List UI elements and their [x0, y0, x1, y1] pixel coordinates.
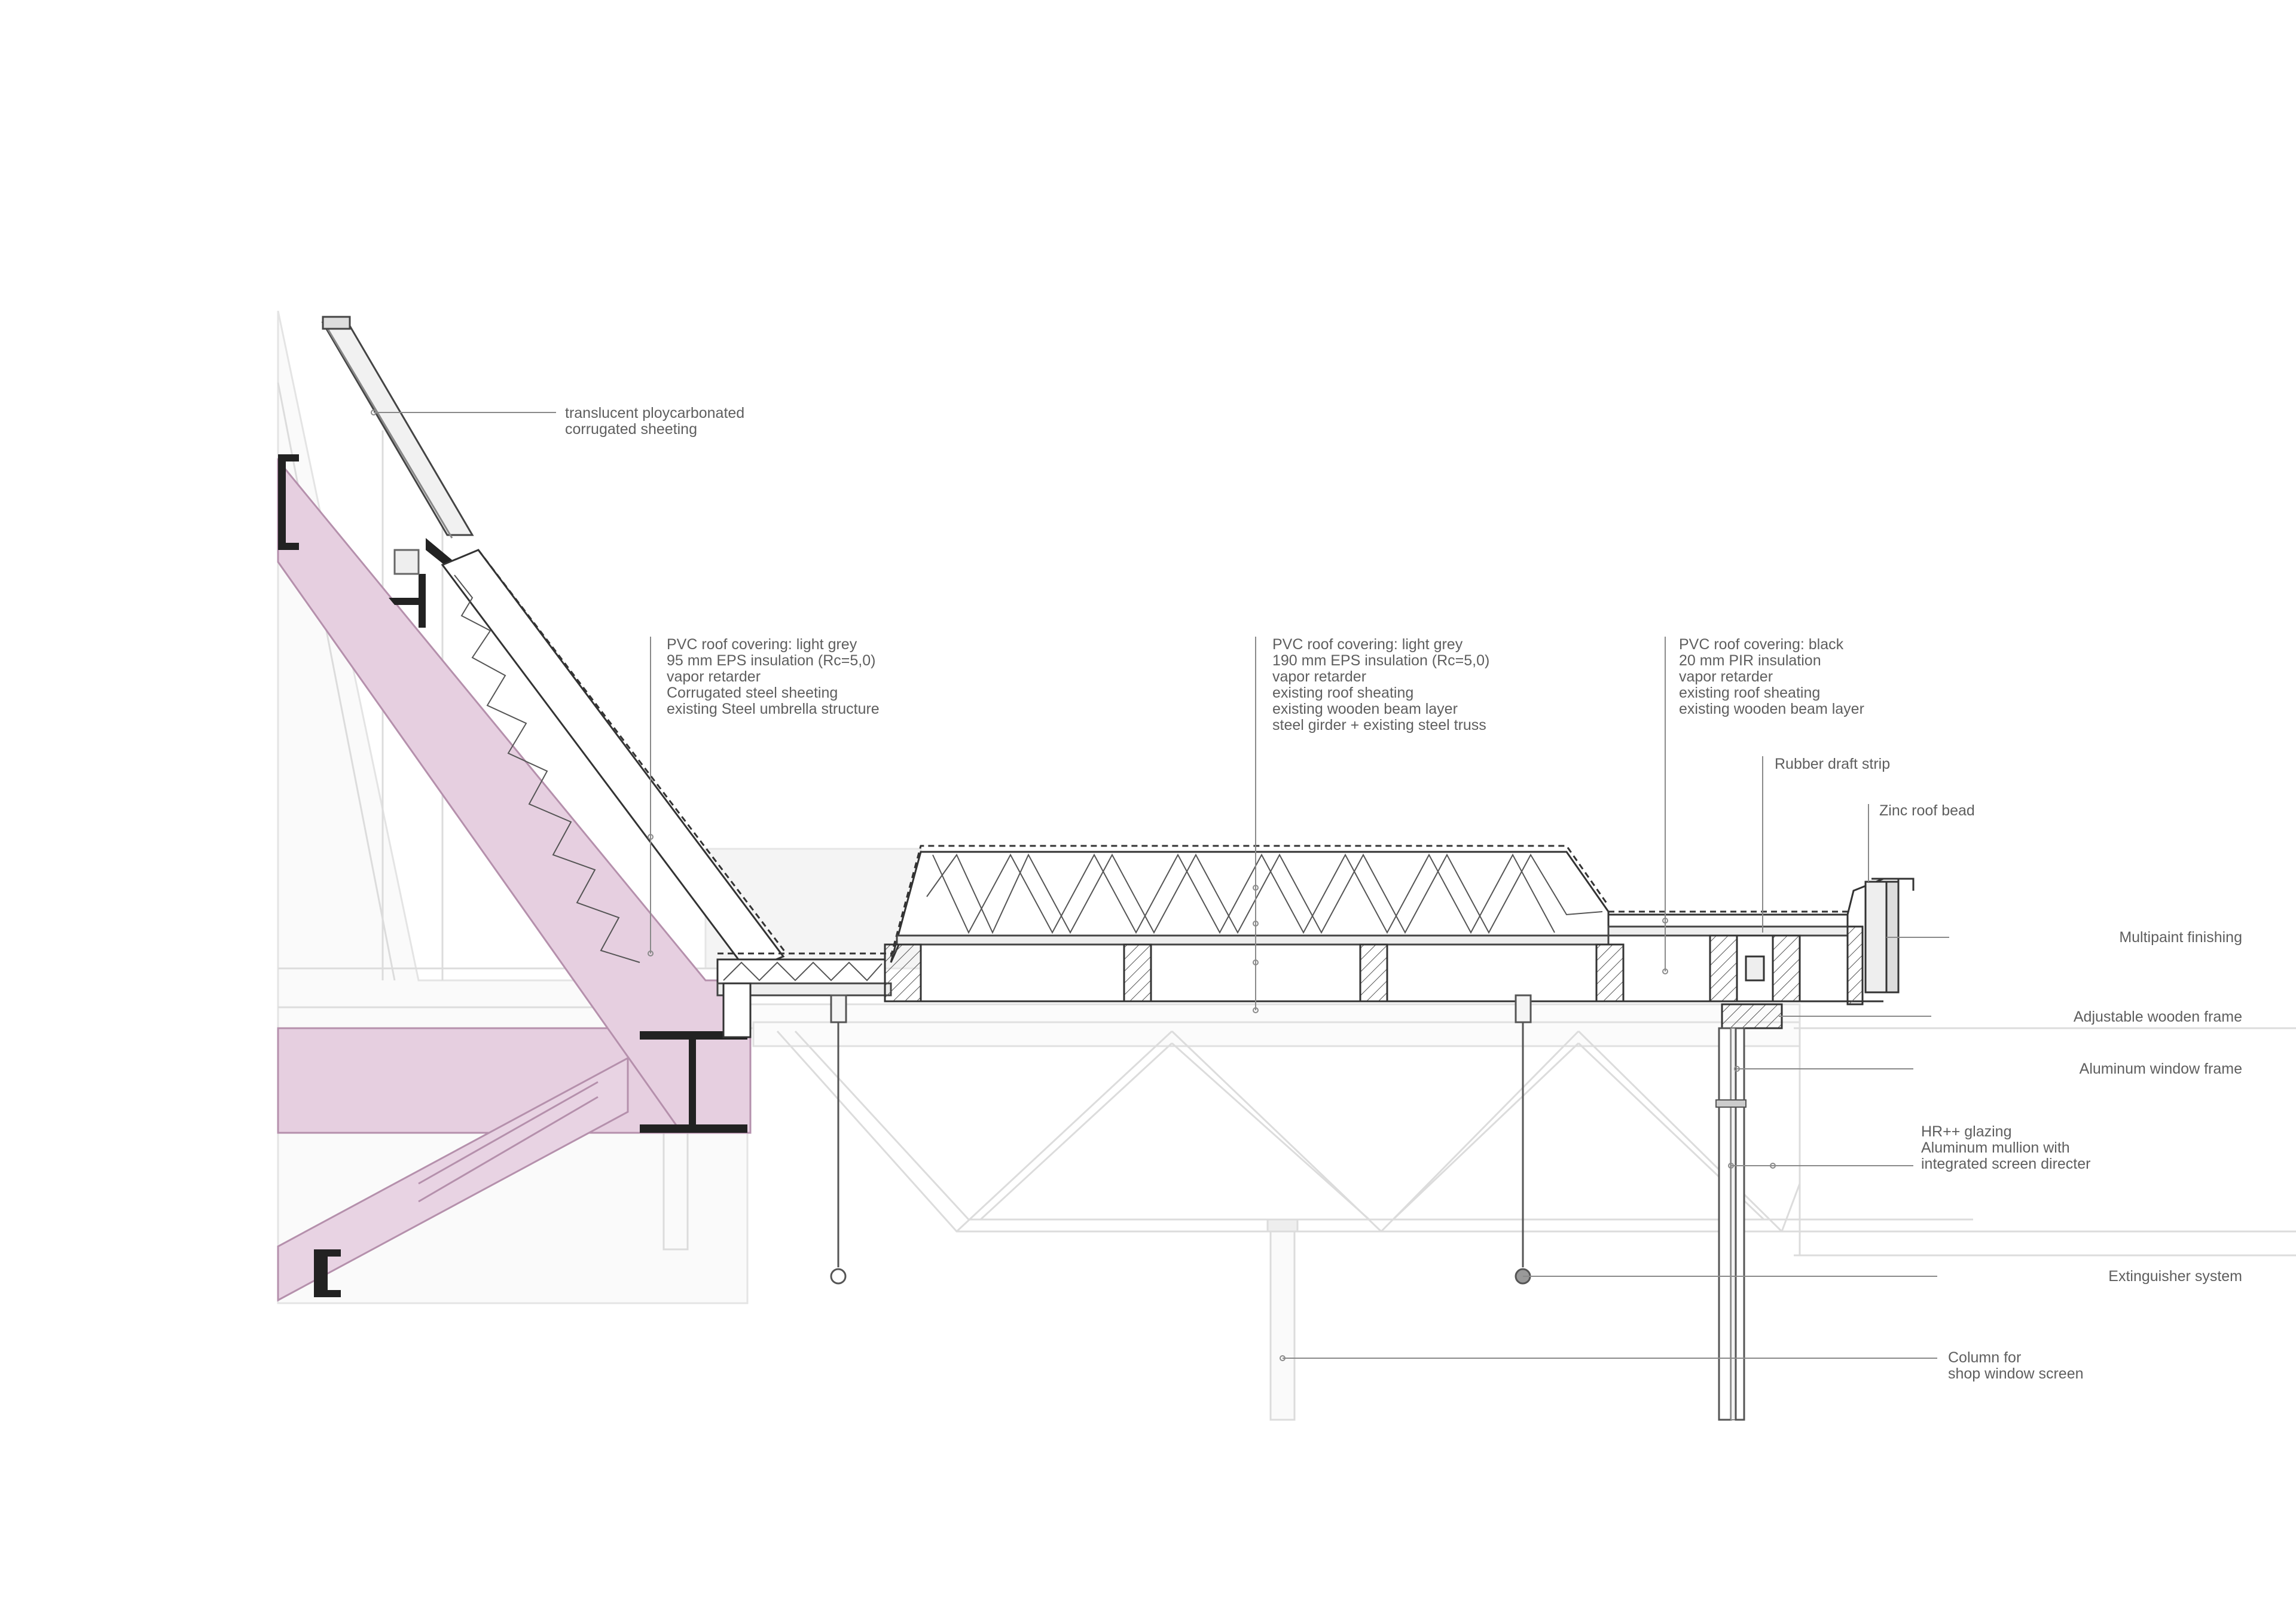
annotation-glazing: HR++ glazing Aluminum mullion with integ… — [1921, 1124, 2090, 1172]
annotation-line: existing roof sheating — [1272, 684, 1414, 701]
annotation-aluminum-window-frame: Aluminum window frame — [1919, 1061, 2242, 1077]
polycarbonate-sheeting — [321, 316, 474, 539]
annotation-line: Aluminum window frame — [2079, 1060, 2242, 1077]
annotation-line: corrugated sheeting — [565, 421, 697, 438]
annotation-line: PVC roof covering: light grey — [667, 636, 857, 653]
annotation-line: integrated screen directer — [1921, 1156, 2091, 1172]
annotation-line: Column for — [1948, 1349, 2022, 1366]
annotation-zinc-roof-bead: Zinc roof bead — [1879, 803, 1975, 819]
steel-umbrella-structure — [277, 454, 752, 1302]
annotation-polycarbonate-sheeting: translucent ploycarbonated corrugated sh… — [565, 405, 744, 438]
annotation-line: HR++ glazing — [1921, 1123, 2012, 1140]
annotation-line: 20 mm PIR insulation — [1679, 652, 1821, 669]
annotation-line: existing Steel umbrella structure — [667, 701, 880, 717]
edge-roof-detail — [1607, 878, 1915, 1421]
annotation-rubber-draft-strip: Rubber draft strip — [1775, 756, 1890, 772]
annotation-line: translucent ploycarbonated — [565, 405, 745, 421]
extinguisher-system — [830, 994, 1532, 1285]
annotation-column-for-screen: Column for shop window screen — [1948, 1350, 2084, 1382]
annotation-line: 190 mm EPS insulation (Rc=5,0) — [1272, 652, 1490, 669]
annotation-line: Rubber draft strip — [1775, 756, 1891, 772]
annotation-line: vapor retarder — [667, 668, 761, 685]
annotation-line: existing roof sheating — [1679, 684, 1821, 701]
annotation-line: Aluminum mullion with — [1921, 1139, 2070, 1156]
annotation-line: PVC roof covering: light grey — [1272, 636, 1463, 653]
annotation-line: Multipaint finishing — [2119, 929, 2242, 946]
annotation-line: vapor retarder — [1272, 668, 1367, 685]
annotation-line: steel girder + existing steel truss — [1272, 717, 1486, 733]
annotation-line: vapor retarder — [1679, 668, 1773, 685]
annotation-line: existing wooden beam layer — [1272, 701, 1458, 717]
annotation-roof-a: PVC roof covering: light grey 95 mm EPS … — [667, 637, 880, 717]
annotation-extinguisher-system: Extinguisher system — [1943, 1269, 2242, 1285]
annotation-line: existing wooden beam layer — [1679, 701, 1864, 717]
annotation-roof-c: PVC roof covering: black 20 mm PIR insul… — [1679, 637, 1864, 717]
annotation-roof-b: PVC roof covering: light grey 190 mm EPS… — [1272, 637, 1489, 733]
leader-lines — [371, 409, 1949, 1361]
annotation-line: Extinguisher system — [2108, 1268, 2242, 1285]
annotation-adjustable-wooden-frame: Adjustable wooden frame — [1937, 1009, 2242, 1025]
annotation-line: Zinc roof bead — [1879, 802, 1975, 819]
annotation-line: PVC roof covering: black — [1679, 636, 1844, 653]
annotation-line: shop window screen — [1948, 1365, 2084, 1382]
annotation-multipaint-finishing: Multipaint finishing — [1955, 930, 2242, 946]
annotation-line: Adjustable wooden frame — [2073, 1008, 2242, 1025]
annotation-line: 95 mm EPS insulation (Rc=5,0) — [667, 652, 876, 669]
annotation-line: Corrugated steel sheeting — [667, 684, 838, 701]
